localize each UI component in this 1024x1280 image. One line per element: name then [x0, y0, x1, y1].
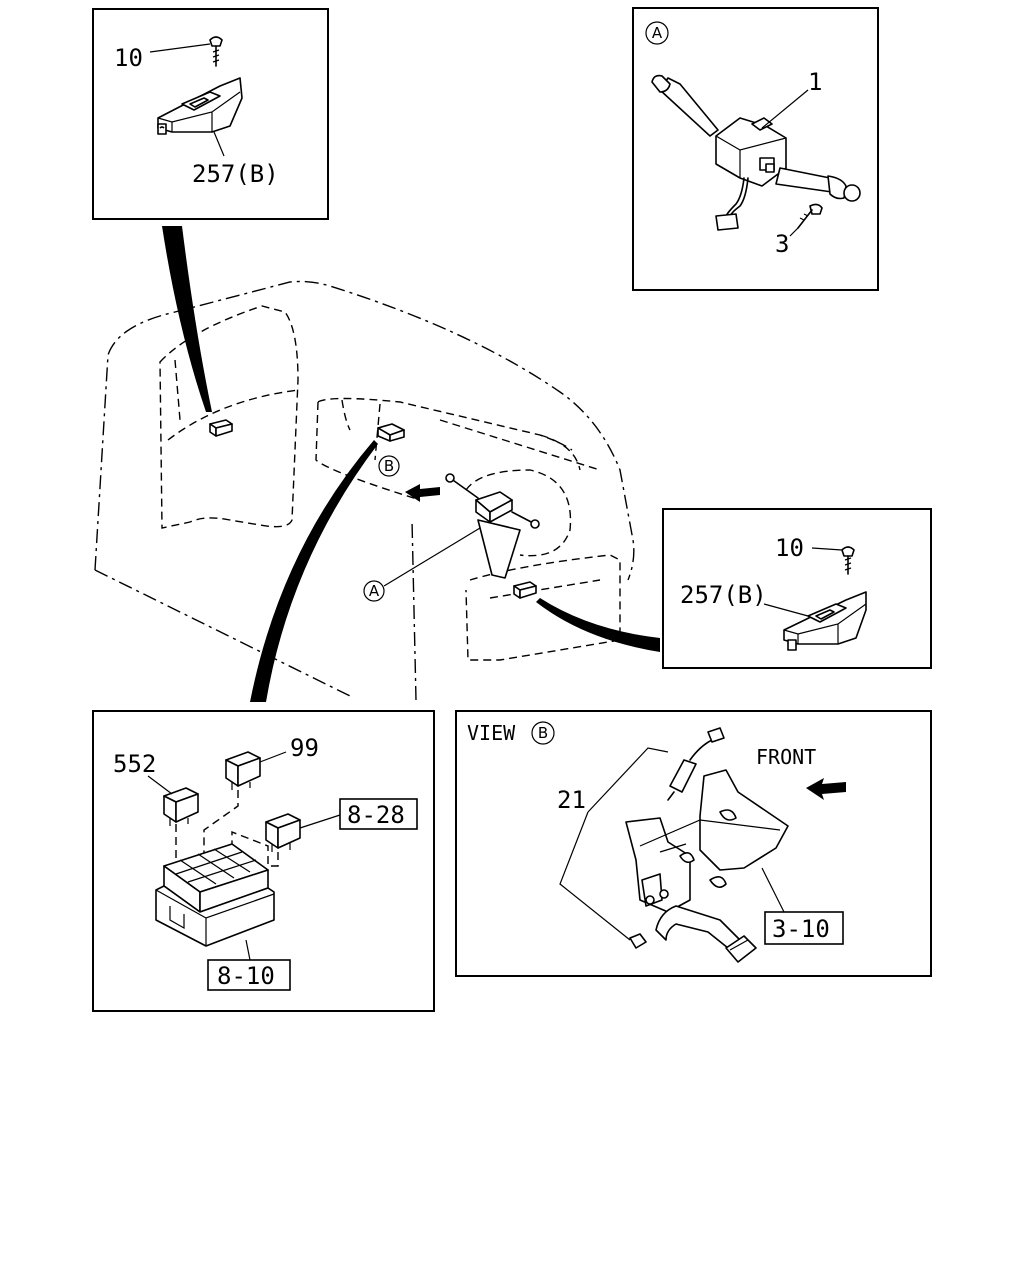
left-door-switch-icon [209, 419, 233, 437]
inset-view-a: A [632, 7, 879, 291]
brake-pedal-icon [655, 905, 757, 963]
screw-leader [811, 547, 843, 551]
stop-switch-leader [587, 747, 669, 813]
front-label: FRONT [756, 745, 816, 769]
callout-switch-right: 257(B) [680, 581, 767, 609]
ref-box-8-10 [207, 959, 291, 991]
insertion-line [203, 790, 239, 860]
relay-552-leader [147, 775, 173, 795]
screw-leader [149, 43, 211, 53]
inset-view-b: VIEW B FRONT [455, 710, 932, 977]
dashboard-outline: B A [94, 280, 635, 701]
relay-8-28-icon [265, 813, 301, 852]
leader-bottom-left [250, 440, 378, 702]
leader-right [536, 598, 660, 652]
screw-icon [841, 546, 855, 575]
callout-screw-right: 10 [775, 534, 804, 562]
callout-relay-552: 552 [113, 750, 156, 778]
wire-harness-icon [715, 177, 749, 231]
leader-top-left [162, 226, 212, 412]
callout-screw-top: 10 [114, 44, 143, 72]
front-arrow-icon [806, 778, 846, 800]
steering-column-icon [445, 473, 540, 579]
combo-screw-icon [797, 203, 823, 229]
marker-b-circle [378, 455, 400, 477]
turn-signal-lever-icon [651, 74, 719, 137]
switch-leader [213, 131, 225, 157]
combination-switch-body-icon [715, 117, 787, 187]
insertion-line [231, 830, 279, 868]
fuse-relay-box-icon [155, 843, 275, 947]
right-console-switch-icon [513, 581, 537, 599]
window-switch-icon [783, 591, 867, 651]
stop-lamp-switch-icon [667, 727, 725, 801]
relay-99-leader [259, 751, 287, 763]
marker-a-circle [363, 580, 385, 602]
relay-99-icon [225, 751, 261, 790]
inset-relay-box: 552 99 8-28 [92, 710, 435, 1012]
callout-1-leader [761, 89, 809, 129]
switch-leader [763, 603, 809, 617]
window-switch-icon [157, 77, 243, 135]
callout-switch-top: 257(B) [192, 160, 279, 188]
relay-552-icon [163, 787, 199, 826]
ref-box-3-10 [764, 911, 844, 945]
view-b-marker: B [538, 724, 548, 742]
callout-stop-switch: 21 [557, 786, 586, 814]
marker-a-leader [383, 527, 481, 587]
callout-relay-ref: 8-28 [347, 801, 405, 829]
callout-pedal-ref: 3-10 [772, 915, 830, 943]
pedal-ref-leader [761, 867, 785, 913]
wiper-lever-icon [775, 167, 861, 202]
stop-switch-leader [559, 811, 631, 941]
marker-b-label: B [384, 457, 394, 475]
callout-combo-switch: 1 [808, 68, 822, 96]
callout-3-leader [789, 227, 799, 237]
inset-door-switch-right: 10 257(B) [662, 508, 932, 669]
fusebox-leader [245, 939, 251, 961]
dash-fusebox-icon [377, 423, 405, 442]
relay-8-28-leader [299, 814, 341, 829]
view-a-marker-circle [645, 21, 669, 45]
callout-fusebox-ref: 8-10 [217, 962, 275, 990]
callout-combo-screw: 3 [775, 230, 789, 258]
direction-arrow-icon [405, 484, 440, 502]
nut-icon [629, 933, 647, 949]
screw-icon [209, 36, 223, 67]
pedal-bracket-icon [625, 769, 789, 913]
view-a-marker: A [652, 24, 663, 42]
marker-a-label: A [369, 582, 380, 600]
callout-relay-99: 99 [290, 734, 319, 762]
view-b-title: VIEW [467, 721, 516, 745]
inset-door-switch-top: 10 257(B) [92, 8, 329, 220]
view-b-marker-circle [531, 721, 555, 745]
ref-box-8-28 [339, 798, 418, 830]
